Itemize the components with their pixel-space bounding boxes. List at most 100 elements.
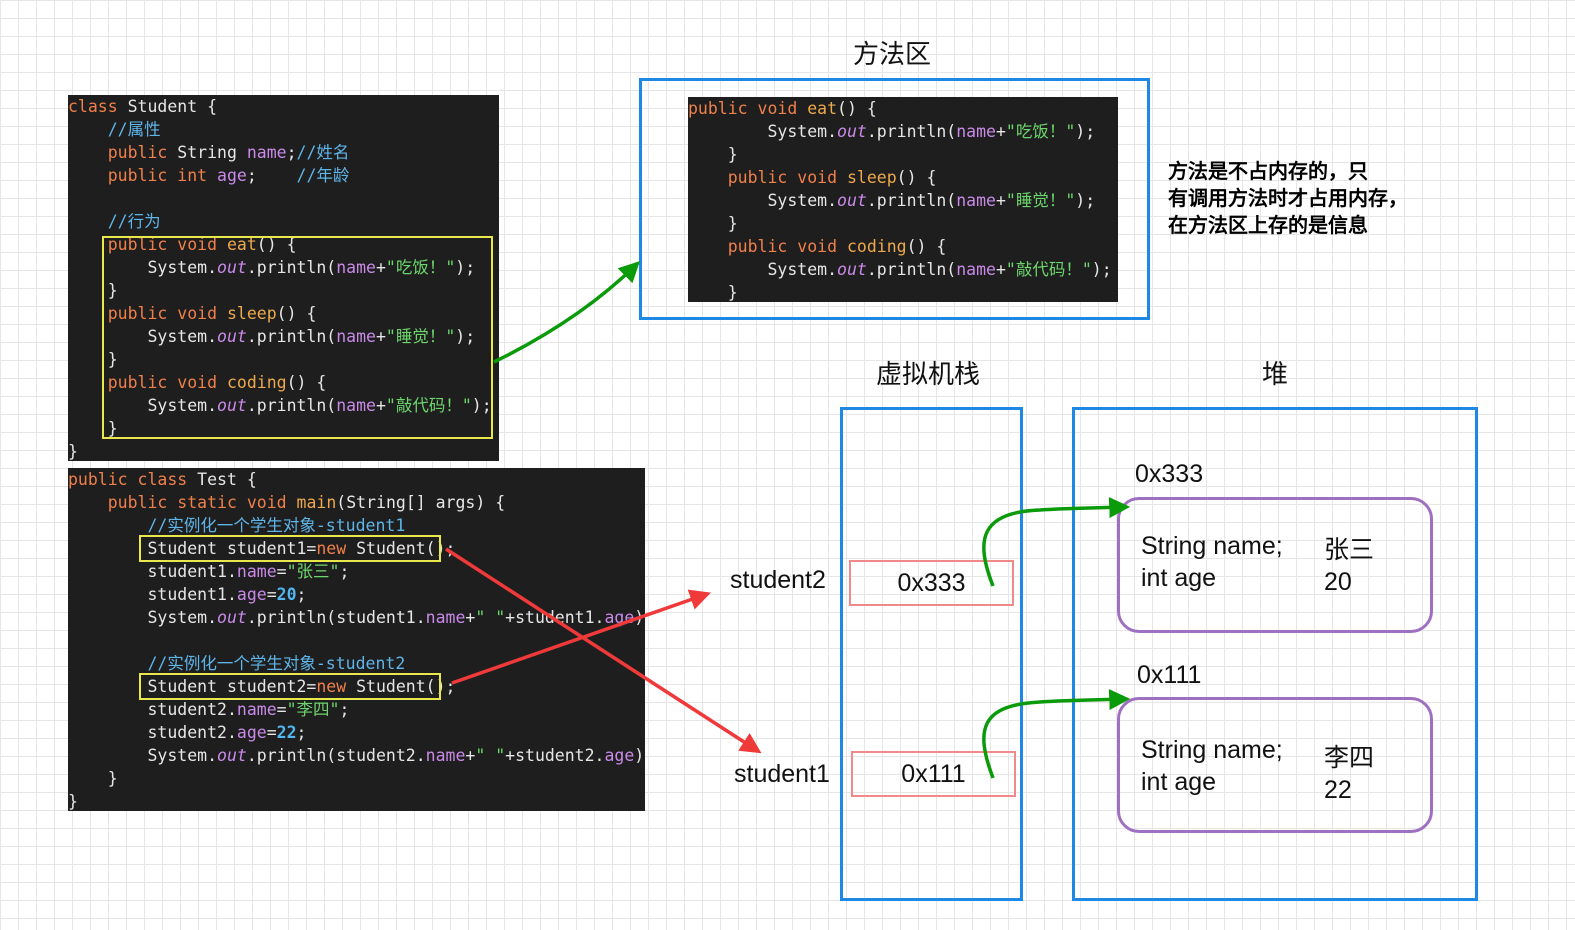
code-token: out [837, 260, 867, 279]
arrow-student1-ref-to-heap [982, 689, 1131, 779]
student-code-line: //行为 [68, 210, 499, 233]
code-token: System. [68, 396, 218, 415]
code-token: System. [68, 746, 218, 765]
code-token: void [797, 237, 838, 256]
code-token: public [688, 99, 748, 118]
code-token: Test { [187, 470, 257, 489]
test-code-line: //实例化一个学生对象-student1 [68, 514, 645, 537]
test-code-line: public class Test { [68, 468, 645, 491]
student-code-line: } [68, 417, 499, 440]
code-token: new [316, 677, 347, 696]
code-token: name [956, 260, 996, 279]
code-token: () { [906, 237, 947, 256]
heap-object1: String name; int age 张三 20 [1117, 497, 1433, 633]
code-token: //实例化一个学生对象-student2 [147, 654, 406, 673]
code-token: void [246, 493, 287, 512]
code-token: ); [471, 396, 492, 415]
student-code-line: System.out.println(name+"睡觉！"); [68, 325, 499, 348]
method-area-title: 方法区 [853, 40, 932, 70]
method-code-line: public void sleep() { [688, 166, 1118, 189]
test-code-line: public static void main(String[] args) { [68, 491, 645, 514]
code-token: name [425, 746, 466, 765]
code-token: ); [455, 327, 476, 346]
test-code-line: Student student2=new Student(); [68, 675, 645, 698]
code-token: () { [256, 235, 297, 254]
test-code-line: student1.name="张三"; [68, 560, 645, 583]
code-token: " " [475, 746, 506, 765]
heap-object2: String name; int age 李四 22 [1117, 697, 1433, 833]
code-token: ); [455, 258, 476, 277]
code-token: public [107, 143, 168, 162]
code-token: public [727, 237, 788, 256]
code-token: student2. [68, 700, 237, 719]
code-token: name [956, 191, 996, 210]
code-token: " " [475, 608, 506, 627]
student-code-line: public String name;//姓名 [68, 141, 499, 164]
code-token: + [465, 608, 476, 627]
code-token: "张三" [286, 562, 340, 581]
code-token: ; [246, 166, 297, 185]
code-token: } [68, 769, 118, 788]
code-token: main [296, 493, 337, 512]
stack-title: 虚拟机栈 [876, 360, 981, 390]
student-code-line: } [68, 440, 499, 461]
methods-highlight-box [102, 236, 493, 439]
student-code-line: public void coding() { [68, 371, 499, 394]
code-token: new [316, 539, 347, 558]
code-token: () { [276, 304, 317, 323]
test-class-code: public class Test { public static void m… [68, 468, 645, 811]
stack-var-student1-label: student1 [734, 760, 830, 788]
method-code-line: public void coding() { [688, 235, 1118, 258]
method-code-line: System.out.println(name+"吃饭！"); [688, 120, 1118, 143]
method-code-line: } [688, 212, 1118, 235]
code-token: + [995, 122, 1006, 141]
code-token: () { [896, 168, 937, 187]
code-token: } [68, 281, 118, 300]
code-token: coding [846, 237, 907, 256]
code-token: student2. [68, 723, 237, 742]
code-token: out [217, 258, 247, 277]
code-token: = [276, 700, 287, 719]
student-code-line: } [68, 348, 499, 371]
code-token: } [68, 350, 118, 369]
code-token: out [217, 608, 247, 627]
code-token: age [604, 746, 635, 765]
code-token: void [177, 304, 218, 323]
student-code-line: public void sleep() { [68, 302, 499, 325]
code-token: name [336, 258, 376, 277]
test-code-line: //实例化一个学生对象-student2 [68, 652, 645, 675]
code-token: student1. [68, 585, 237, 604]
heap-object1-fields: String name; int age [1141, 532, 1283, 592]
stack-var-student2-label: student2 [730, 566, 826, 594]
code-token: void [797, 168, 838, 187]
code-token: + [995, 260, 1006, 279]
code-token: out [217, 746, 247, 765]
code-token: + [375, 327, 386, 346]
code-token: + [465, 746, 476, 765]
code-token: public [107, 166, 168, 185]
code-token: ; [339, 700, 350, 719]
code-token: Student(); [346, 677, 456, 696]
heap-object1-address: 0x333 [1135, 460, 1204, 488]
code-token: age [217, 166, 247, 185]
code-token: } [688, 214, 738, 233]
code-token: class [68, 97, 118, 116]
stack-cell-student2: 0x333 [849, 560, 1014, 606]
heap-object2-address: 0x111 [1137, 661, 1202, 689]
code-token: age [236, 585, 267, 604]
arrow-methods-to-method-area [493, 261, 640, 364]
stack-cell-student1: 0x111 [851, 751, 1016, 797]
code-token: ); [1091, 260, 1112, 279]
test-code-line: Student student1=new Student(); [68, 537, 645, 560]
code-token: public [107, 373, 168, 392]
code-token: } [68, 419, 118, 438]
method-code-line: System.out.println(name+"敲代码！"); [688, 258, 1118, 281]
student-code-line: System.out.println(name+"敲代码！"); [68, 394, 499, 417]
code-token: //姓名 [296, 143, 350, 162]
code-token: System. [68, 608, 218, 627]
arrow-student1-new-to-stack [445, 547, 762, 754]
test-code-line: student2.name="李四"; [68, 698, 645, 721]
code-token: out [217, 327, 247, 346]
code-token: //行为 [107, 212, 161, 231]
